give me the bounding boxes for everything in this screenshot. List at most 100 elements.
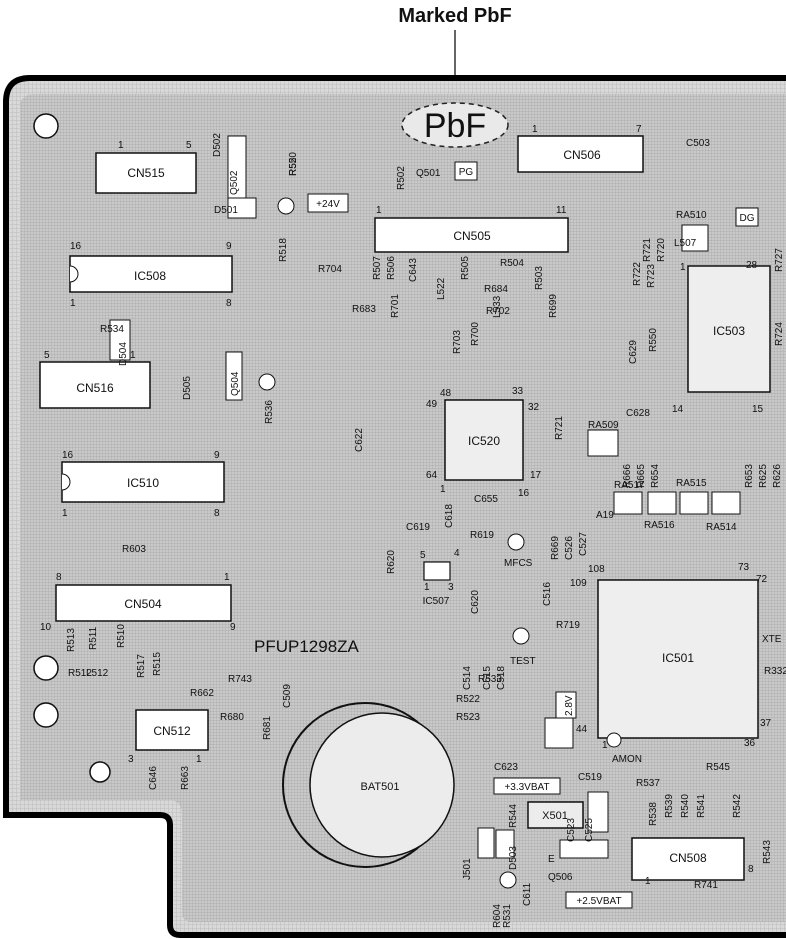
- svg-text:RA517: RA517: [614, 480, 645, 491]
- ref-label: C515: [482, 666, 493, 690]
- ref-label: R721: [554, 416, 565, 440]
- svg-text:IC508: IC508: [134, 269, 166, 283]
- ref-label: R665: [636, 464, 647, 488]
- ref-label: R720: [656, 238, 667, 262]
- ref-label: R541: [696, 794, 707, 818]
- svg-text:D505: D505: [182, 376, 193, 400]
- svg-text:11: 11: [556, 205, 567, 216]
- svg-text:8: 8: [214, 508, 220, 519]
- ref-label: R545: [706, 762, 730, 773]
- svg-text:1: 1: [376, 205, 382, 216]
- ref-label: R700: [470, 322, 481, 346]
- svg-text:TEST: TEST: [510, 656, 536, 667]
- ref-label: R507: [372, 256, 383, 280]
- svg-text:36: 36: [744, 738, 756, 749]
- ref-label: R523: [456, 712, 480, 723]
- svg-text:+24V: +24V: [316, 199, 340, 210]
- svg-text:33: 33: [512, 386, 524, 397]
- ref-label: C618: [444, 504, 455, 528]
- svg-text:L522: L522: [436, 277, 447, 300]
- ref-label: R505: [460, 256, 471, 280]
- svg-text:AMON: AMON: [612, 754, 642, 765]
- svg-text:L533: L533: [492, 295, 503, 318]
- svg-text:D502: D502: [212, 133, 223, 157]
- svg-text:8: 8: [226, 298, 232, 309]
- ref-label: R534: [100, 324, 124, 335]
- svg-text:1: 1: [440, 484, 446, 495]
- ref-label: R625: [758, 464, 769, 488]
- ref-label: R515: [152, 652, 163, 676]
- battery-bat501: BAT501: [282, 702, 455, 868]
- ref-label: C526: [564, 536, 575, 560]
- ref-label: R502: [396, 166, 407, 190]
- svg-text:2.8V: 2.8V: [564, 695, 575, 716]
- svg-text:CN505: CN505: [453, 229, 491, 243]
- svg-text:C519: C519: [578, 772, 602, 783]
- svg-text:1: 1: [70, 298, 76, 309]
- svg-text:RA515: RA515: [676, 478, 707, 489]
- svg-text:72: 72: [756, 574, 768, 585]
- ref-label: C509: [282, 684, 293, 708]
- svg-text:73: 73: [738, 562, 750, 573]
- svg-text:16: 16: [70, 241, 82, 252]
- svg-text:RA509: RA509: [588, 420, 619, 431]
- ref-label: C620: [470, 590, 481, 614]
- svg-text:15: 15: [752, 404, 764, 415]
- svg-text:RA514: RA514: [706, 522, 737, 533]
- svg-text:Q502: Q502: [229, 170, 240, 195]
- ref-label: R719: [556, 620, 580, 631]
- ref-label: A19: [596, 510, 614, 521]
- svg-text:1: 1: [602, 740, 608, 751]
- ref-label: C527: [578, 532, 589, 556]
- svg-text:44: 44: [576, 724, 588, 735]
- connector-cn515: CN515 1 5: [95, 140, 197, 194]
- svg-text:CN506: CN506: [563, 148, 601, 162]
- svg-text:IC507: IC507: [423, 596, 450, 607]
- svg-text:BAT501: BAT501: [361, 781, 400, 793]
- mounting-holes: [33, 113, 111, 783]
- ref-label: R513: [66, 628, 77, 652]
- ref-label: R666: [622, 464, 633, 488]
- svg-text:4: 4: [454, 548, 460, 559]
- svg-text:17: 17: [530, 470, 542, 481]
- ref-label: R540: [680, 794, 691, 818]
- ref-label: R727: [774, 248, 785, 272]
- ref-label: R512: [68, 668, 92, 679]
- svg-text:1: 1: [118, 140, 124, 151]
- svg-text:1: 1: [680, 262, 686, 273]
- svg-text:C503: C503: [686, 138, 710, 149]
- ref-label: C655: [474, 494, 498, 505]
- svg-text:C623: C623: [494, 762, 518, 773]
- ref-label: R724: [774, 322, 785, 346]
- ref-label: R531: [502, 904, 513, 928]
- connector-cn516: CN516 5 1: [39, 350, 151, 409]
- ic-ic508: IC508 16 9 1 8: [69, 241, 233, 309]
- svg-text:9: 9: [226, 241, 232, 252]
- ref-label: R517: [136, 654, 147, 678]
- ref-label: C619: [406, 522, 430, 533]
- svg-text:MFCS: MFCS: [504, 558, 533, 569]
- ref-label: R654: [650, 464, 661, 488]
- ref-label: R536: [264, 400, 275, 424]
- svg-text:PG: PG: [459, 167, 474, 178]
- svg-text:RA510: RA510: [676, 210, 707, 221]
- ref-label: R701: [390, 294, 401, 318]
- svg-text:CN504: CN504: [124, 597, 162, 611]
- ref-label: R511: [88, 626, 99, 650]
- callout-title: Marked PbF: [398, 5, 511, 27]
- ref-label: C643: [408, 258, 419, 282]
- connector-cn512: CN512 3 1: [128, 709, 209, 765]
- ref-label: R741: [694, 880, 718, 891]
- svg-text:X501: X501: [542, 810, 568, 822]
- svg-text:10: 10: [40, 622, 52, 633]
- ref-label: R681: [262, 716, 273, 740]
- svg-text:Q501: Q501: [416, 168, 441, 179]
- ref-label: C516: [542, 582, 553, 606]
- svg-text:RA516: RA516: [644, 520, 675, 531]
- ic-ic501: IC501 108 109 73 72 37 36 1 44: [570, 562, 772, 751]
- svg-text:IC510: IC510: [127, 476, 159, 490]
- ic-ic507: IC507 5 4 1 3: [420, 548, 460, 607]
- svg-text:1: 1: [645, 876, 651, 887]
- ref-label: R518: [278, 238, 289, 262]
- svg-text:5: 5: [44, 350, 50, 361]
